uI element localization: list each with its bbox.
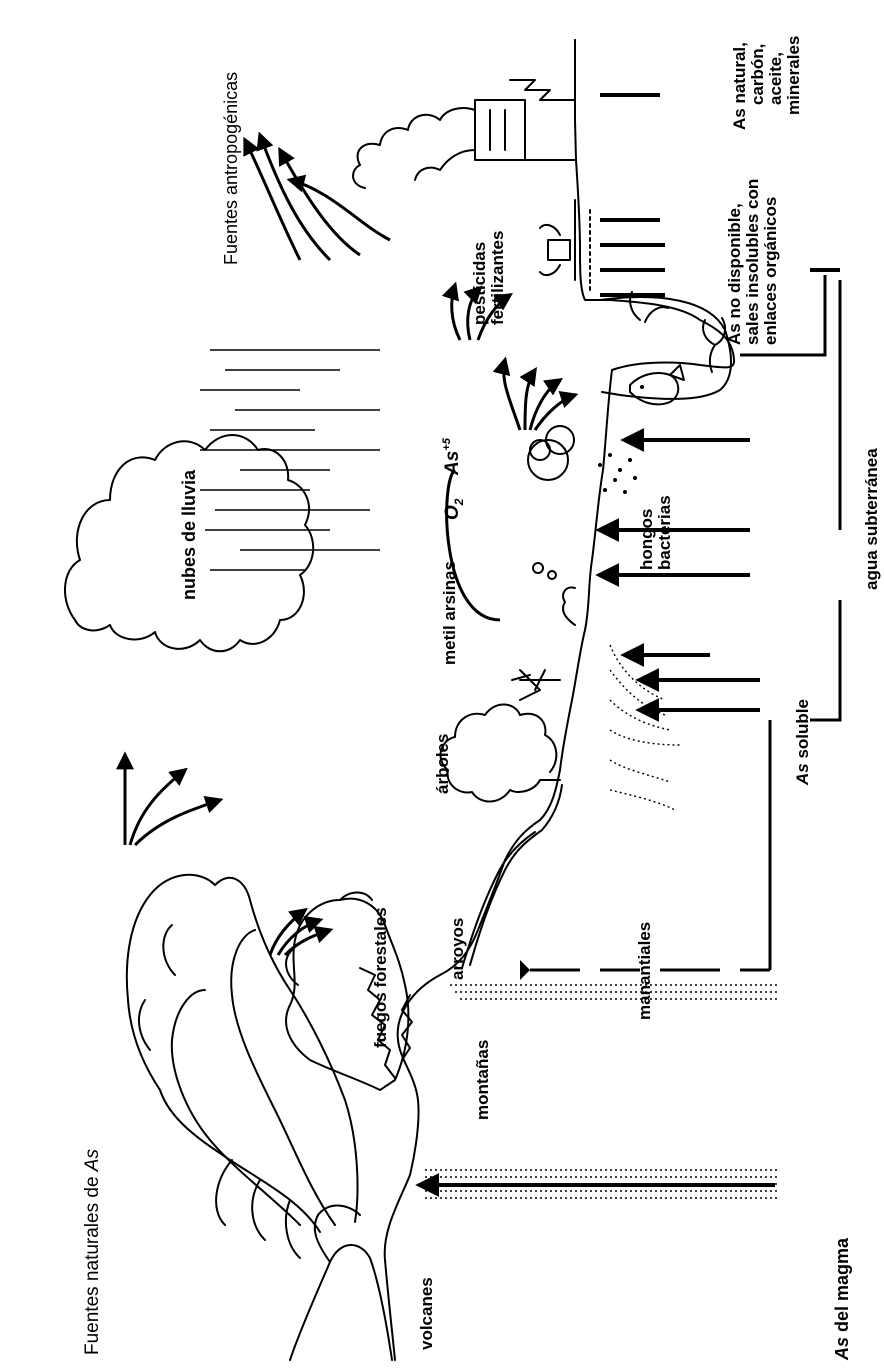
anthropogenic-arrows bbox=[243, 131, 391, 262]
soluble-arrows bbox=[595, 428, 760, 722]
label-metil-arsinas: metil arsinas bbox=[440, 561, 459, 665]
label-bacterias: bacterias bbox=[655, 495, 674, 570]
label-hongos: hongos bbox=[637, 509, 656, 570]
factory bbox=[352, 39, 576, 189]
soluble-spray bbox=[609, 644, 681, 811]
label-arboles: árboles bbox=[433, 734, 452, 794]
label-as-no-disponible-2: sales insolubles con bbox=[743, 179, 762, 345]
label-montanas: montañas bbox=[473, 1040, 492, 1120]
label-pesticidas: pesticidas bbox=[470, 242, 489, 325]
crop-sprayer bbox=[539, 199, 591, 291]
label-as-natural-4: minerales bbox=[784, 36, 803, 115]
label-magma: As del magma bbox=[832, 1237, 852, 1361]
label-as5: As+5 bbox=[441, 437, 463, 476]
spring-arrows bbox=[520, 720, 772, 980]
label-as-no-disponible-1: As no disponible, bbox=[725, 203, 744, 345]
label-as-soluble: As soluble bbox=[793, 699, 812, 786]
label-manantiales: manantiales bbox=[635, 922, 654, 1020]
forest-fire bbox=[285, 891, 413, 1091]
trees bbox=[439, 562, 576, 803]
label-fuegos-forestales: fuegos forestales bbox=[371, 907, 390, 1048]
label-volcanes: volcanes bbox=[417, 1277, 436, 1350]
label-natural-sources: Fuentes naturales de As bbox=[82, 1149, 103, 1355]
label-agua-subterranea: agua subterránea bbox=[862, 448, 881, 590]
label-as-natural-2: carbón, bbox=[748, 44, 767, 105]
fungi-bacteria bbox=[527, 425, 637, 494]
label-arroyos: arroyos bbox=[448, 918, 467, 980]
rain-cloud bbox=[63, 434, 315, 653]
deposition-arrows bbox=[600, 93, 665, 297]
spring-dots bbox=[425, 984, 780, 1199]
label-fuentes-antropogenicas: Fuentes antropogénicas bbox=[221, 72, 241, 265]
rain-lines bbox=[200, 349, 380, 571]
groundwater-bracket bbox=[740, 268, 842, 722]
o2-as5-arrows bbox=[441, 281, 579, 431]
methyl-arsine-arc bbox=[445, 468, 501, 622]
label-as-natural-3: aceite, bbox=[766, 52, 785, 105]
label-fertilizantes: fertilizantes bbox=[488, 231, 507, 325]
label-nubes-de-lluvia: nubes de lluvia bbox=[179, 469, 199, 600]
ground-line bbox=[383, 39, 736, 1361]
fire-emission-arrows bbox=[268, 907, 334, 957]
label-as-no-disponible-3: enlaces orgánicos bbox=[761, 197, 780, 345]
lake bbox=[599, 291, 732, 406]
label-o2: O2 bbox=[442, 498, 466, 520]
volcano bbox=[125, 873, 393, 1361]
stream-line bbox=[469, 784, 563, 966]
volcano-emission-arrows bbox=[116, 751, 224, 847]
label-as-natural-1: As natural, bbox=[730, 42, 749, 130]
